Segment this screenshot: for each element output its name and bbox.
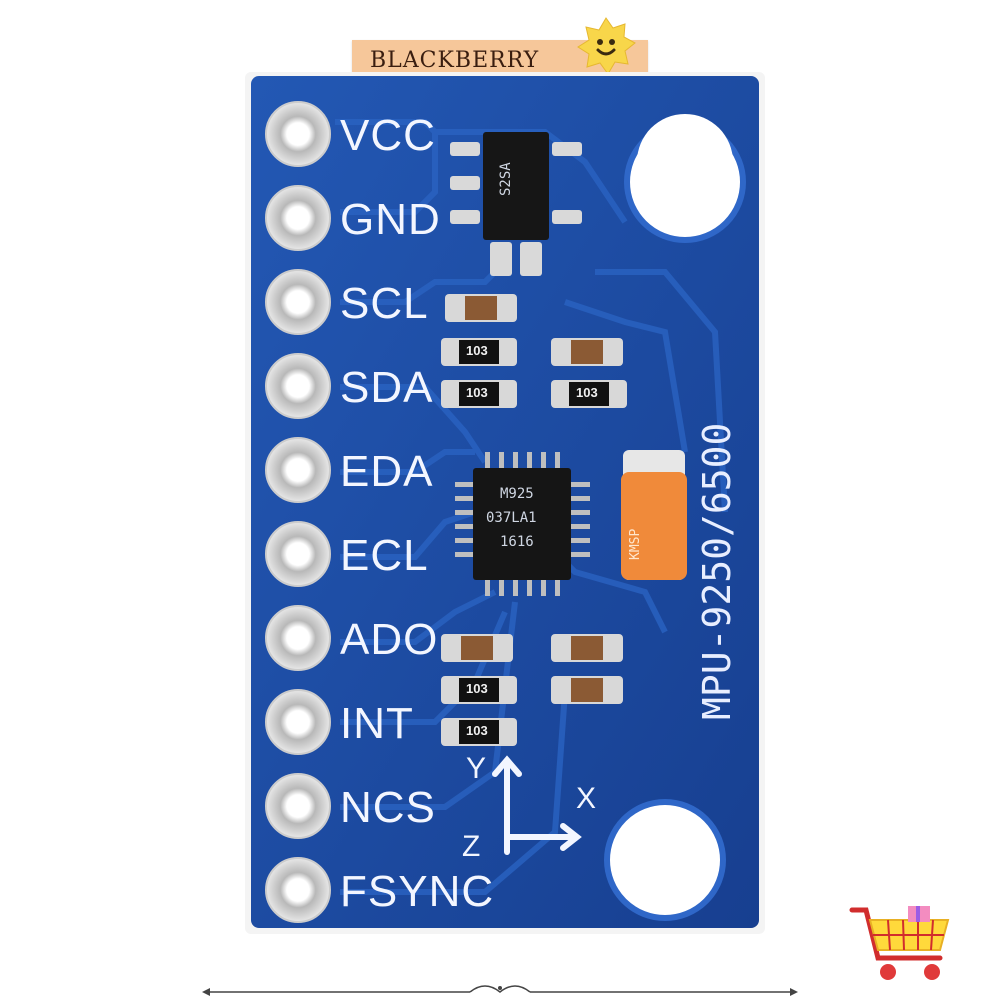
pin-pads (265, 101, 331, 923)
part-number-label: MPU-9250/6500 (695, 422, 739, 720)
chip-marking-line3: 1616 (500, 534, 534, 550)
pin-label-fsync: FSYNC (340, 867, 495, 916)
axis-label-x: X (576, 782, 597, 815)
pin-label-ecl: ECL (340, 531, 429, 580)
capacitor-marking: KMSP (628, 528, 643, 560)
pin-label-gnd: GND (340, 195, 441, 244)
pcb-board (245, 72, 765, 934)
chip-marking-line1: M925 (500, 486, 534, 502)
resistor-code: 103 (466, 343, 488, 358)
axis-label-y: Y (466, 752, 487, 785)
pin-label-eda: EDA (340, 447, 434, 496)
shopping-cart-icon (849, 906, 950, 980)
pin-label-sda: SDA (340, 363, 434, 412)
smiley-icon (577, 17, 636, 75)
resistor-code: 103 (466, 681, 488, 696)
pin-label-int: INT (340, 699, 414, 748)
pin-label-ado: ADO (340, 615, 439, 664)
axis-label-z: Z (462, 830, 481, 863)
pin-label-vcc: VCC (340, 111, 436, 160)
regulator-marking: S2SA (498, 162, 514, 196)
resistor-code: 103 (576, 385, 598, 400)
resistor-code: 103 (466, 385, 488, 400)
ornament-divider-icon (202, 985, 798, 996)
pin-label-scl: SCL (340, 279, 429, 328)
chip-marking-line2: 037LA1 (486, 510, 537, 526)
resistor-code: 103 (466, 723, 488, 738)
pin-label-ncs: NCS (340, 783, 436, 832)
brand-text: BLACKBERRY (370, 48, 540, 73)
